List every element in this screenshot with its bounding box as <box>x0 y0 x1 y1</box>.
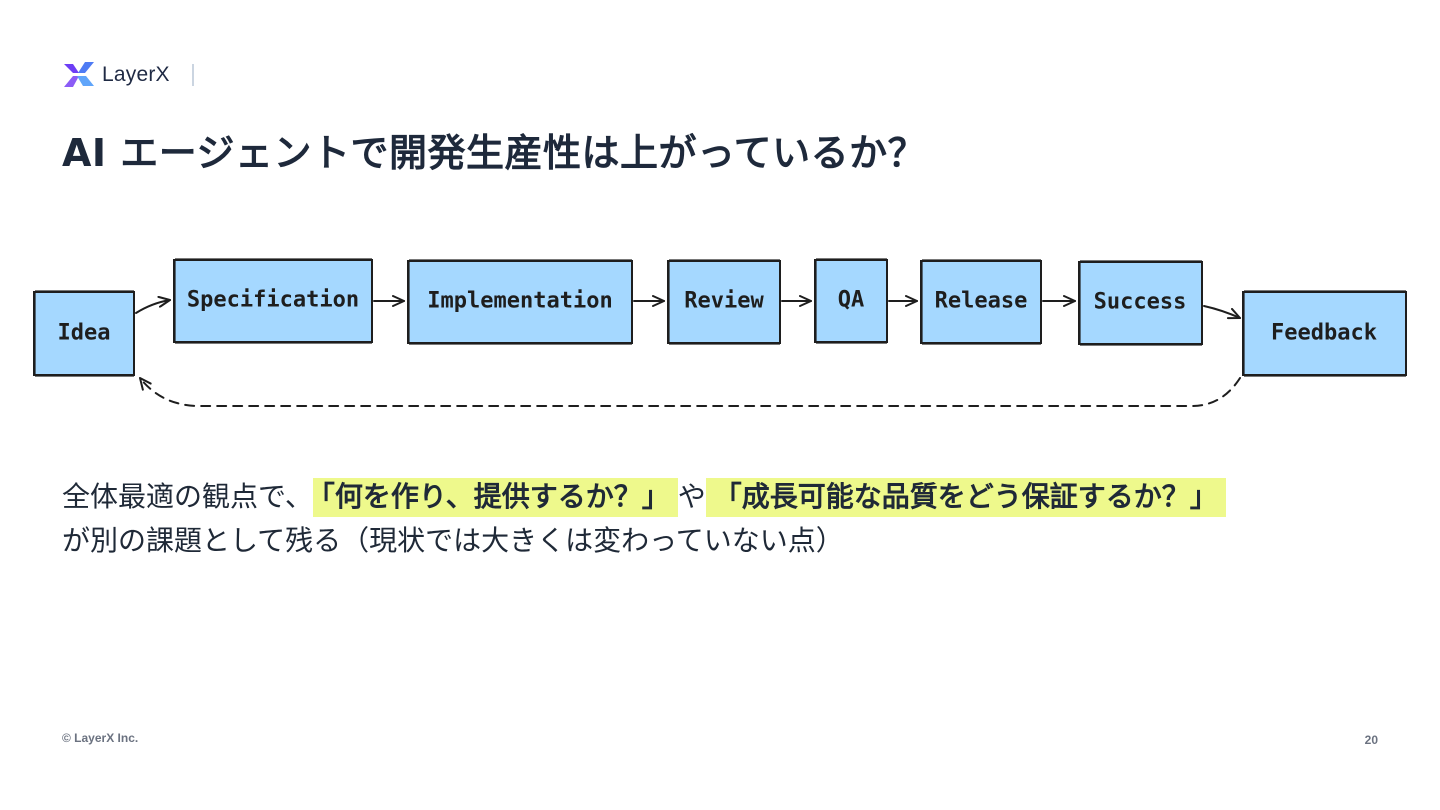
footer-copyright: © LayerX Inc. <box>62 731 139 745</box>
body-line-2: が別の課題として残る（現状では大きくは変わっていない点） <box>62 524 844 557</box>
highlight-what-to-build: 「何を作り、提供するか？」 <box>312 478 678 517</box>
body-line-1: 全体最適の観点で、「何を作り、提供するか？」や「成長可能な品質をどう保証するか？… <box>62 475 1392 519</box>
flow-node-specification: Specification <box>173 258 373 344</box>
flow-node-review-label: Review <box>684 289 764 314</box>
flow-node-implementation-label: Implementation <box>427 289 612 314</box>
body-line-1-prefix: 全体最適の観点で、 <box>62 480 313 513</box>
flow-diagram: Idea Specification Implementation Review… <box>33 258 1407 407</box>
slide-title: AI エージェントで開発生産性は上がっているか？ <box>62 131 927 175</box>
header: LayerX <box>62 60 194 90</box>
arrow-feedback-to-idea-loop <box>139 377 1241 407</box>
flow-node-review: Review <box>667 259 781 345</box>
arrow-idea-to-specification <box>135 295 171 314</box>
flow-node-feedback: Feedback <box>1242 290 1407 377</box>
flow-node-success: Success <box>1078 260 1203 346</box>
body-connector: や <box>677 480 706 513</box>
header-divider <box>191 64 194 86</box>
body-text: 全体最適の観点で、「何を作り、提供するか？」や「成長可能な品質をどう保証するか？… <box>62 475 1392 563</box>
flow-node-success-label: Success <box>1094 290 1187 315</box>
flow-node-qa-label: QA <box>838 288 865 313</box>
flow-node-release: Release <box>920 259 1042 345</box>
flow-node-implementation: Implementation <box>407 259 633 345</box>
flow-node-idea: Idea <box>33 290 135 377</box>
highlight-quality-assurance: 「成長可能な品質をどう保証するか？」 <box>705 478 1226 517</box>
flow-node-qa: QA <box>814 258 888 344</box>
flow-node-feedback-label: Feedback <box>1271 321 1377 346</box>
flow-node-specification-label: Specification <box>187 288 359 313</box>
flow-node-idea-label: Idea <box>58 321 111 346</box>
brand-name: LayerX <box>102 63 170 86</box>
flow-node-release-label: Release <box>935 289 1028 314</box>
arrow-success-to-feedback <box>1203 305 1241 320</box>
layerx-logo-icon <box>64 62 94 87</box>
page-number: 20 <box>1364 733 1378 747</box>
